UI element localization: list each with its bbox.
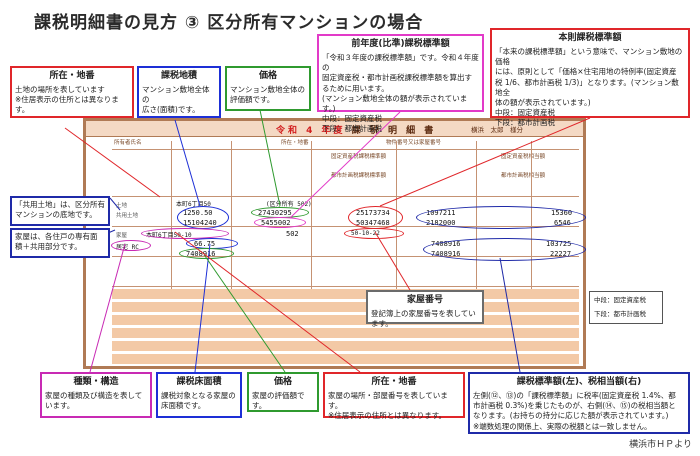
tax-type-note: 中段：固定資産税 下段：都市計画税 [589, 291, 663, 325]
callout-land-area: 課税地積 マンション敷地全体の 広さ(面積)です。 [137, 66, 221, 118]
callout-kind-structure: 種類・構造 家屋の種類及び構造を表して います。 [40, 372, 152, 418]
source-credit: 横浜市ＨＰより [629, 440, 692, 450]
callout-shared-land: 「共用土地」は、区分所有 マンションの底地です。 [10, 196, 110, 226]
header-number: 物件番号又は家屋番号 [386, 140, 442, 146]
header-city-tax: 都市計画税相当額 [501, 173, 546, 179]
owner-name: 横浜 太郎 様分 [471, 126, 523, 134]
callout-prev-standard: 前年度(比準)課税標準額 「令和３年度の課税標準額」です。令和４年度の 固定資産… [317, 34, 484, 133]
form-title: 令和 4 年度 課 税 明 細 書 [276, 126, 437, 136]
callout-tax-amount: 課税標準額(左)、税相当額(右) 左側(⑫、⑬)の「課税標準額」に税率(固定資産… [468, 372, 690, 434]
callout-house-number: 家屋番号 登記簿上の家屋番号を表しています。 [366, 290, 484, 328]
oval-land-std [416, 206, 586, 229]
oval-house-number [344, 228, 404, 239]
oval-house-kind [111, 240, 151, 251]
callout-house-price: 価格 家屋の評価額です。 [247, 372, 319, 412]
land-label: 土地 [116, 203, 128, 209]
header-owner: 所有者氏名 [114, 140, 142, 146]
tax-statement-form: 令和 4 年度 課 税 明 細 書 横浜 太郎 様分 所有者氏名 所在・地番 物… [83, 118, 586, 369]
callout-location-bottom: 所在・地番 家屋の場所・部屋番号を表しています。 ※住居表示の住所とは異なります… [323, 372, 465, 420]
oval-house-location [141, 228, 229, 239]
house-label: 家屋 [116, 233, 128, 239]
header-city-std: 都市計画税課税標準額 [331, 173, 387, 179]
header-fixed-std: 固定資産税課税標準額 [331, 154, 387, 160]
shared-land-label: 共用土地 [116, 213, 139, 219]
blank-rows [112, 289, 579, 366]
house-room: 502 [286, 230, 299, 238]
callout-floor-area: 課税床面積 課税対象となる家屋の 床面積です。 [156, 372, 242, 418]
callout-house-area-note: 家屋は、各住戸の専有面 積＋共用部分です。 [10, 228, 110, 258]
callout-main-standard: 本則課税標準額 「本来の課税標準額」という意味で、マンション敷地の価格 には、原… [490, 28, 690, 127]
oval-house-std [423, 238, 586, 261]
callout-land-price: 価格 マンション敷地全体の 評価額です。 [225, 66, 311, 111]
land-location: 本町6丁目50 [176, 201, 211, 208]
page-title: 課税明細書の見方 ③ 区分所有マンションの場合 [34, 13, 424, 33]
header-location: 所在・地番 [281, 140, 309, 146]
form-header: 令和 4 年度 課 税 明 細 書 横浜 太郎 様分 [86, 121, 583, 137]
header-fixed-tax: 固定資産税相当額 [501, 154, 546, 160]
callout-location-top: 所在・地番 土地の場所を表しています ※住居表示の住所とは異なります。 [10, 66, 134, 118]
oval-prev-std [254, 217, 306, 228]
land-note: (区分所有 502) [266, 201, 312, 208]
